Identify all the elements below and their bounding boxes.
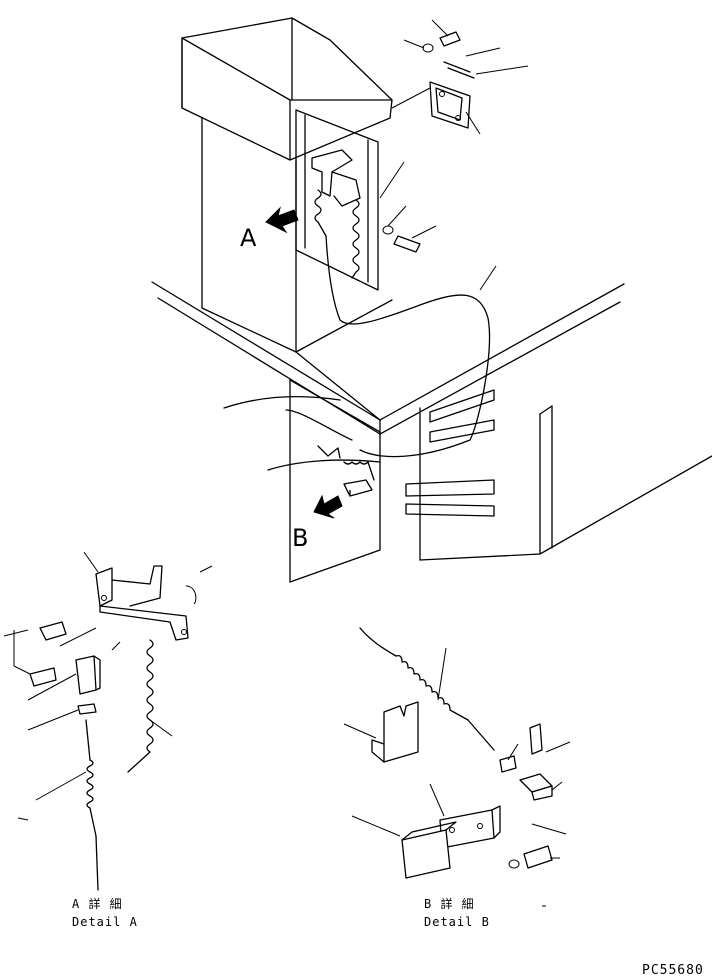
detail-b [344,628,570,906]
detail-a-caption-en: Detail A [72,915,138,929]
cover-plate [392,20,528,134]
side-bolt [380,162,496,290]
view-label-a: A [240,224,257,252]
drawing-code: PC55680 [642,963,704,978]
control-box [182,18,489,457]
detail-b-caption-jp: B 詳 細 [424,896,475,911]
detail-a-caption-jp: A 詳 細 [72,896,123,911]
detail-a [4,552,212,890]
view-label-b: B [292,524,308,552]
detail-b-caption-en: Detail B [424,915,490,929]
frame [152,282,712,582]
arrow-b-icon [314,496,342,518]
arrow-a-icon [266,208,298,232]
